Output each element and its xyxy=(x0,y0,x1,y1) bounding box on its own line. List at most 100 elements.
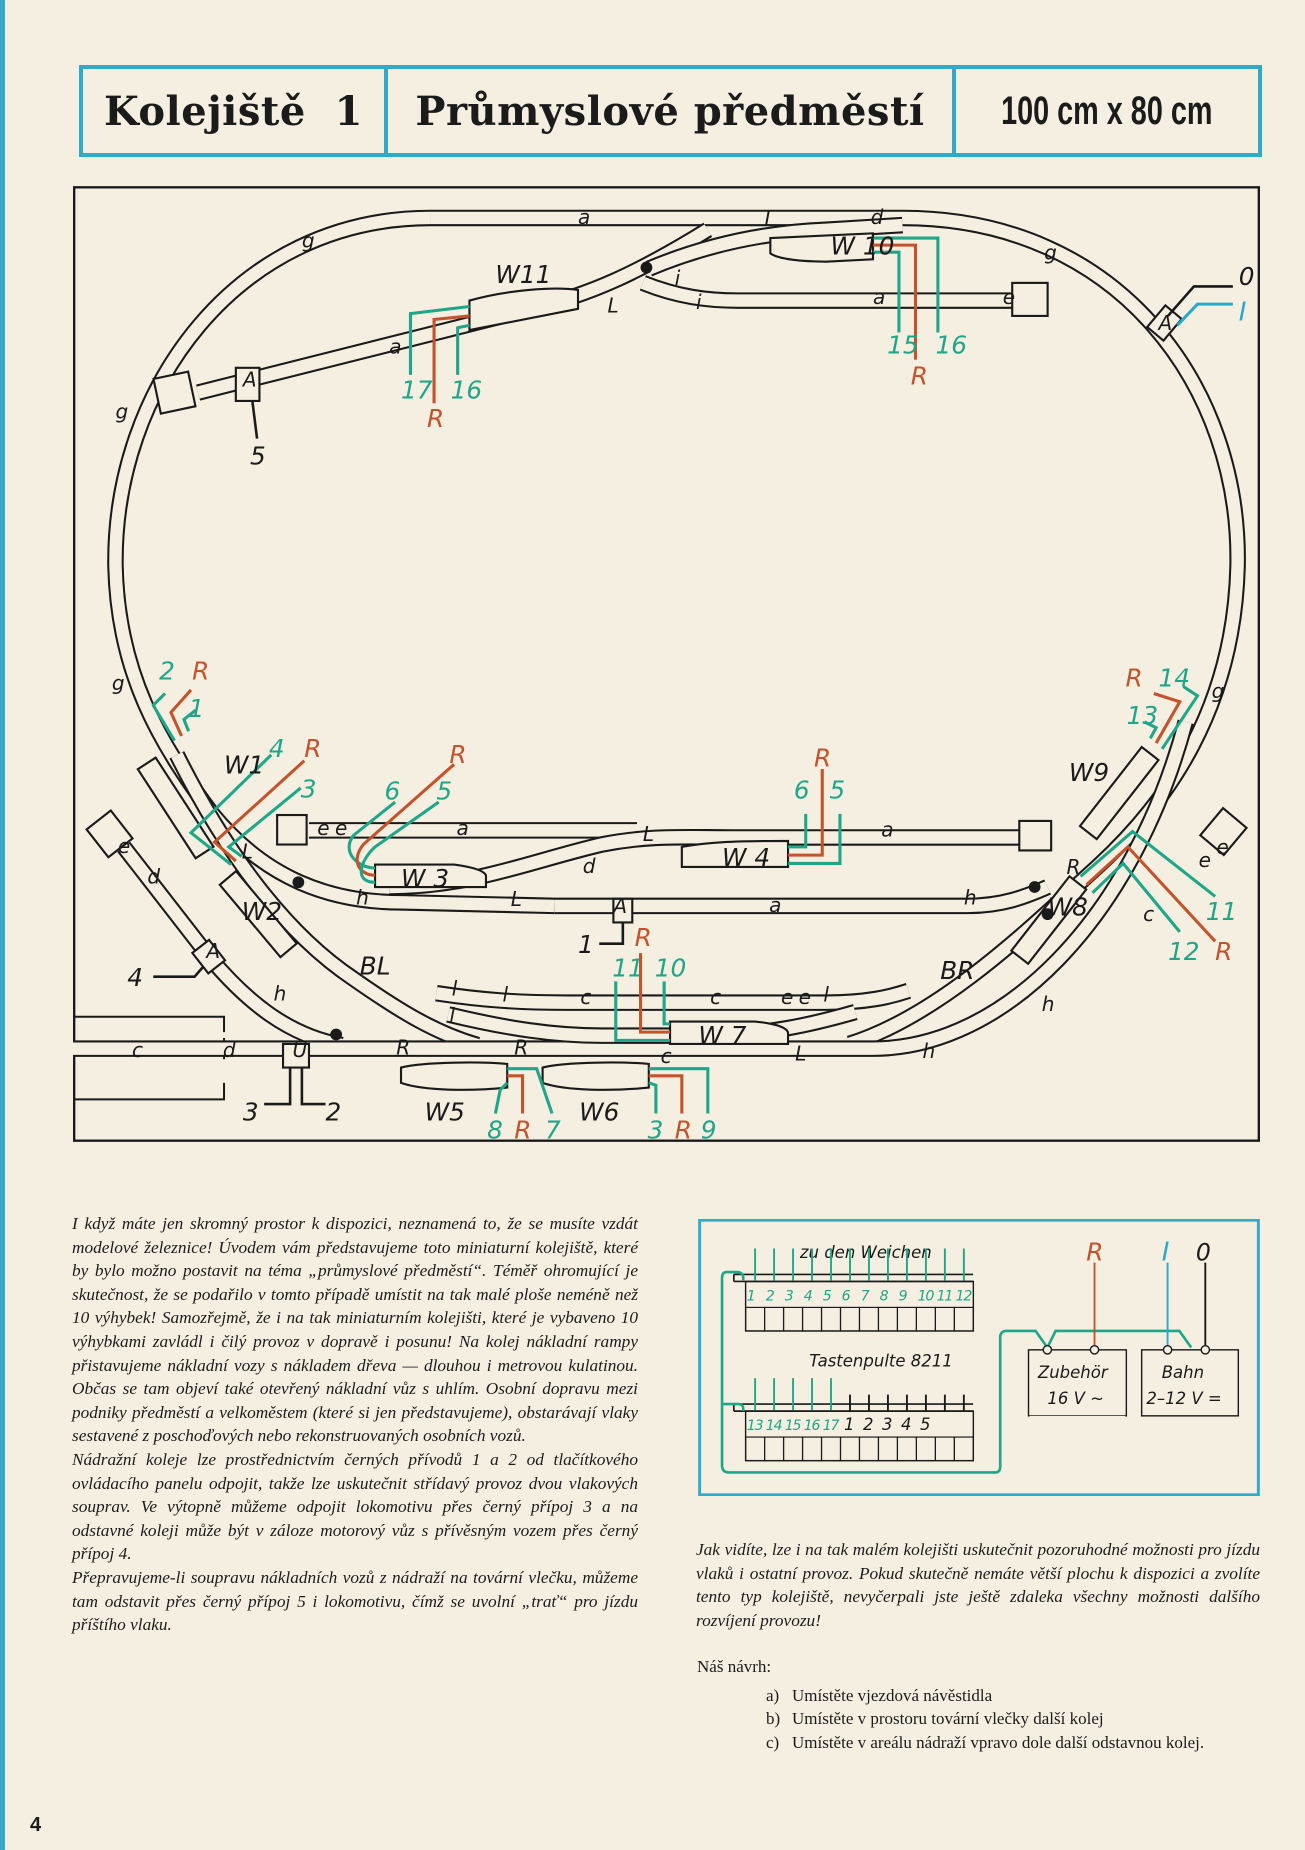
key-button[interactable] xyxy=(934,1436,955,1462)
key-number: 3 xyxy=(882,1415,893,1434)
key-button[interactable] xyxy=(915,1436,936,1462)
diagram-label: W 7 xyxy=(698,1021,746,1050)
proposal-title: Náš návrh: xyxy=(697,1657,772,1676)
track-transformer-voltage: 2–12 V = xyxy=(1146,1389,1221,1408)
point-dot xyxy=(640,261,653,274)
key-button[interactable] xyxy=(953,1306,974,1332)
key-number: 9 xyxy=(899,1288,908,1304)
terminal xyxy=(1162,1345,1173,1355)
common-return-wire xyxy=(720,1270,1193,1474)
diagram-label: R xyxy=(192,656,209,685)
buffer-stop xyxy=(85,809,135,859)
key-button[interactable] xyxy=(896,1306,917,1332)
intro-paragraph: I když máte jen skromný prostor k dispoz… xyxy=(72,1214,638,1446)
rail-gap xyxy=(554,881,1051,913)
rail-gap xyxy=(646,218,903,275)
wire-r xyxy=(212,759,306,863)
diagram-label: R xyxy=(911,361,928,390)
proposal-item: c)Umístěte v areálu nádraží vpravo dole … xyxy=(766,1731,1260,1754)
wire-7 xyxy=(507,1067,554,1115)
key-button[interactable] xyxy=(877,1306,899,1332)
key-number: 5 xyxy=(920,1415,931,1434)
diagram-label: 11 xyxy=(1206,897,1238,926)
wire-3 xyxy=(226,786,302,858)
layout-header: Kolejiště 1 Průmyslové předměstí 100 cm … xyxy=(79,65,1262,157)
wire-5 xyxy=(359,800,440,884)
diagram-label: 17 xyxy=(401,376,433,405)
diagram-label: 3 xyxy=(648,1115,664,1142)
feeder-wire-0 xyxy=(1166,285,1233,317)
wire-15 xyxy=(872,250,901,333)
key-button[interactable] xyxy=(745,1436,766,1462)
buffer-stop xyxy=(1018,819,1053,852)
diagram-label: 15 xyxy=(887,331,919,360)
key-number: 6 xyxy=(842,1288,851,1304)
buffer-stop xyxy=(1198,806,1249,857)
diagram-label: L xyxy=(795,1041,806,1065)
diagram-label: R xyxy=(814,744,831,773)
key-button[interactable] xyxy=(858,1436,880,1462)
diagram-label: 16 xyxy=(936,331,968,360)
diagram-label: W 4 xyxy=(722,843,770,872)
rail-gap xyxy=(435,984,911,1009)
switch-motor-w1 xyxy=(136,756,215,860)
key-number: 1 xyxy=(844,1415,855,1434)
key-number: 7 xyxy=(861,1288,870,1304)
diagram-label: e xyxy=(1003,285,1015,309)
diagram-label: g xyxy=(112,671,125,695)
terminal-0-label: 0 xyxy=(1196,1238,1211,1266)
key-button[interactable] xyxy=(839,1436,861,1462)
key-button[interactable] xyxy=(839,1306,861,1332)
wire-r xyxy=(648,1074,684,1114)
wire-11 xyxy=(614,981,671,1042)
key-button[interactable] xyxy=(934,1306,955,1332)
wire-3 xyxy=(648,1081,658,1114)
uncoupler-a1 xyxy=(612,897,634,924)
key-button[interactable] xyxy=(782,1436,804,1462)
key-button[interactable] xyxy=(858,1306,880,1332)
diagram-label: 4 xyxy=(127,963,143,992)
key-button[interactable] xyxy=(801,1306,823,1332)
wire-r xyxy=(872,243,917,360)
switch-motor-w11 xyxy=(468,287,580,332)
key-button[interactable] xyxy=(896,1436,917,1462)
key-button[interactable] xyxy=(877,1436,899,1462)
key-button[interactable] xyxy=(782,1306,804,1332)
key-button[interactable] xyxy=(764,1306,785,1332)
wire-12 xyxy=(1091,861,1181,933)
key-button[interactable] xyxy=(820,1306,842,1332)
wire-5 xyxy=(788,813,842,865)
key-button[interactable] xyxy=(820,1436,842,1462)
diagram-label: 6 xyxy=(794,776,810,805)
diagram-label: A xyxy=(1157,311,1173,335)
key-button[interactable] xyxy=(801,1436,823,1462)
diagram-label: 5 xyxy=(436,777,452,806)
item-marker: c) xyxy=(766,1732,780,1752)
wire-16 xyxy=(456,323,470,375)
diagram-label: 14 xyxy=(1159,663,1191,692)
feeder-wire-4 xyxy=(153,966,204,978)
switch-motor-w5 xyxy=(399,1061,509,1091)
diagram-label: A xyxy=(611,894,627,918)
feeder-wire-2-3 xyxy=(264,1067,326,1106)
wire-r xyxy=(788,769,824,857)
key-button[interactable] xyxy=(953,1436,974,1462)
diagram-label: g xyxy=(115,400,128,424)
diagram-label: R xyxy=(675,1115,692,1142)
key-button[interactable] xyxy=(915,1306,936,1332)
diagram-label: g xyxy=(1044,240,1057,264)
diagram-label: 12 xyxy=(1168,937,1200,966)
key-button[interactable] xyxy=(745,1306,766,1332)
diagram-label: h xyxy=(964,886,977,910)
key-button[interactable] xyxy=(764,1436,785,1462)
station-paragraph: Nádražní koleje lze prostřednictvím čern… xyxy=(72,1449,638,1564)
diagram-label: h xyxy=(923,1039,936,1063)
box-open-bottom xyxy=(1029,1415,1126,1419)
diagram-label: e xyxy=(1216,835,1228,859)
diagram-label: W9 xyxy=(1069,758,1109,787)
switch-motor-w6 xyxy=(541,1061,650,1091)
diagram-label: h xyxy=(1042,992,1055,1016)
